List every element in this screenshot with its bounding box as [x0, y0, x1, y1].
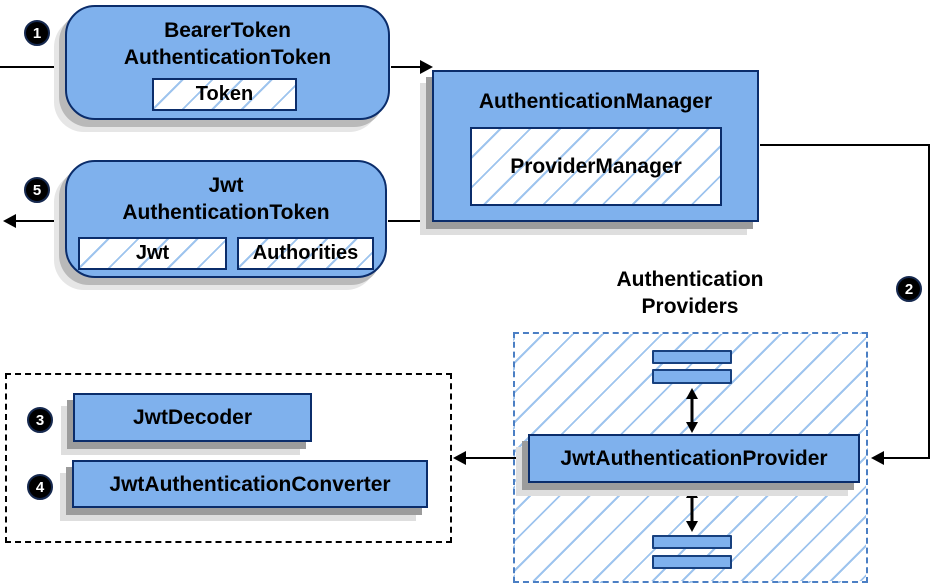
- step-badge-1-number: 1: [32, 24, 42, 42]
- jwt-authentication-converter-node: JwtAuthenticationConverter: [72, 460, 428, 508]
- provider-manager-chip: ProviderManager: [470, 127, 722, 206]
- authorities-chip: Authorities: [237, 237, 374, 270]
- bearer-token-authentication-token-node: BearerToken AuthenticationToken Token: [65, 5, 390, 120]
- step-badge-2-number: 2: [904, 280, 914, 298]
- jwt-token-title-line1: Jwt: [208, 174, 244, 197]
- jwt-decoder-label: JwtDecoder: [132, 406, 253, 429]
- step-badge-3: 3: [27, 407, 53, 433]
- jwt-token-title-line2: AuthenticationToken: [122, 201, 330, 224]
- provider-list-item: [652, 369, 732, 384]
- jwt-authentication-token-node: Jwt AuthenticationToken Jwt Authorities: [65, 160, 387, 278]
- authentication-manager-title: AuthenticationManager: [478, 90, 713, 113]
- step-badge-2: 2: [896, 276, 922, 302]
- provider-list-item: [652, 350, 732, 364]
- arrow-bearer-to-manager: [391, 60, 433, 74]
- providers-label-line1: Authentication: [616, 268, 764, 291]
- step-badge-4: 4: [27, 474, 53, 500]
- bearer-token-title-line1: BearerToken: [164, 19, 291, 42]
- authentication-providers-label: Authentication Providers: [540, 266, 840, 320]
- arrow-jwt-token-out: [3, 214, 64, 228]
- provider-list-item: [652, 535, 732, 549]
- jwt-chip: Jwt: [78, 237, 227, 270]
- step-badge-4-number: 4: [35, 478, 45, 496]
- bearer-token-title-line2: AuthenticationToken: [123, 46, 332, 69]
- token-chip-label: Token: [195, 83, 254, 105]
- jwt-authentication-converter-label: JwtAuthenticationConverter: [109, 472, 391, 496]
- providers-label-line2: Providers: [641, 295, 739, 318]
- authentication-manager-node: AuthenticationManager ProviderManager: [432, 70, 759, 222]
- provider-manager-label: ProviderManager: [510, 154, 682, 178]
- step-badge-3-number: 3: [35, 411, 45, 429]
- jwt-chip-label: Jwt: [135, 242, 170, 264]
- step-badge-5-number: 5: [32, 181, 42, 199]
- token-chip: Token: [152, 78, 297, 111]
- provider-list-item: [652, 555, 732, 569]
- jwt-decoder-node: JwtDecoder: [73, 393, 312, 442]
- step-badge-5: 5: [24, 177, 50, 203]
- jwt-authentication-provider-label: JwtAuthenticationProvider: [560, 447, 828, 470]
- authorities-chip-label: Authorities: [252, 242, 359, 264]
- jwt-authentication-provider-node: JwtAuthenticationProvider: [528, 434, 860, 483]
- step-badge-1: 1: [24, 20, 50, 46]
